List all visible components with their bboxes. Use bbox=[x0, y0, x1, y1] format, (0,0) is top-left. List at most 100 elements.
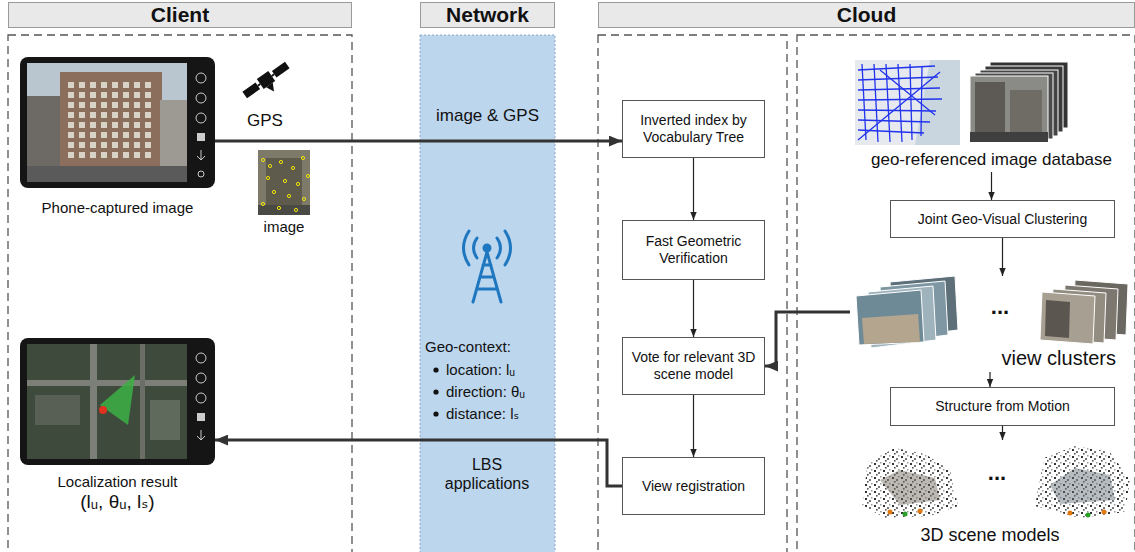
feature-image bbox=[261, 156, 309, 211]
connector-arrow bbox=[991, 172, 992, 200]
antenna-tower bbox=[484, 245, 490, 251]
picture-node: geo-referenced image database bbox=[850, 58, 1133, 172]
street-map bbox=[855, 60, 960, 145]
antenna-tower bbox=[464, 231, 511, 302]
satellite-icon bbox=[266, 83, 277, 94]
picture-node: view clusters bbox=[850, 276, 1130, 372]
note-label: LBS applications bbox=[437, 455, 537, 493]
connector-arrow bbox=[693, 395, 694, 457]
point-cloud bbox=[862, 448, 958, 518]
phone-map bbox=[150, 400, 180, 440]
list-bullet bbox=[433, 367, 438, 416]
phone-photo bbox=[196, 73, 206, 83]
point-cloud bbox=[918, 509, 923, 514]
phone-map bbox=[35, 395, 80, 425]
view-cluster-photos bbox=[856, 276, 1128, 348]
node-text: Localization result bbox=[57, 473, 177, 490]
phone-map bbox=[197, 430, 205, 440]
feature-image bbox=[272, 190, 275, 193]
phone-map bbox=[196, 393, 206, 403]
node-text: view clusters bbox=[1002, 347, 1122, 370]
view-cluster-photos bbox=[1040, 292, 1095, 344]
connector-arrow bbox=[215, 140, 622, 143]
phone-map bbox=[140, 344, 145, 459]
phone-map bbox=[197, 413, 205, 421]
feature-image bbox=[302, 197, 305, 200]
list-bullet bbox=[433, 367, 438, 372]
connector-arrow bbox=[1002, 238, 1003, 276]
feature-image bbox=[306, 174, 309, 177]
process-box: Inverted index by Vocabulary Tree bbox=[622, 100, 765, 158]
node-text: geo-referenced image database bbox=[871, 150, 1112, 170]
dashed-panel bbox=[8, 35, 1135, 552]
phone-photo bbox=[27, 63, 187, 182]
list-bullet bbox=[433, 411, 438, 416]
street-map bbox=[910, 64, 912, 140]
phone-map bbox=[196, 353, 206, 363]
note-label: location: lᵤ bbox=[446, 361, 554, 379]
phone-photo bbox=[60, 72, 162, 172]
dashed-panel bbox=[8, 35, 352, 552]
feature-image bbox=[258, 150, 310, 215]
point-cloud bbox=[1035, 446, 1130, 518]
phone-map bbox=[27, 380, 187, 386]
note-label: direction: θᵤ bbox=[446, 383, 554, 401]
node-text: Joint Geo-Visual Clustering bbox=[918, 211, 1087, 228]
dashed-panel bbox=[797, 35, 1135, 552]
node-text: Vote for relevant 3D scene model bbox=[629, 349, 758, 383]
street-map bbox=[858, 66, 935, 70]
node-text: Phone-captured image bbox=[42, 199, 194, 216]
phone-map bbox=[90, 344, 97, 459]
feature-image bbox=[258, 150, 310, 215]
phone-photo bbox=[196, 113, 206, 123]
phone-photo bbox=[198, 171, 204, 177]
connector-arrow bbox=[765, 312, 850, 366]
node-text: View registration bbox=[642, 478, 745, 495]
connector-arrow bbox=[693, 280, 694, 337]
process-box: Fast Geometric Verification bbox=[622, 220, 765, 280]
connector-arrow bbox=[1002, 426, 1003, 440]
phone-photo bbox=[27, 96, 63, 176]
street-map bbox=[898, 64, 902, 142]
street-map bbox=[874, 64, 878, 142]
process-box: Structure from Motion bbox=[890, 387, 1115, 426]
view-cluster-photos bbox=[1045, 300, 1070, 338]
view-cluster-photos bbox=[862, 314, 920, 344]
street-map bbox=[858, 77, 938, 80]
point-cloud bbox=[862, 446, 1130, 518]
node-text: Fast Geometric Verification bbox=[629, 233, 758, 267]
feature-image bbox=[261, 202, 264, 205]
antenna-tower bbox=[497, 238, 501, 258]
header-bar: Client bbox=[8, 2, 352, 28]
phone-map bbox=[99, 406, 107, 414]
feature-image bbox=[294, 208, 297, 211]
connector-arrow bbox=[989, 372, 990, 387]
note-label: image bbox=[256, 218, 312, 236]
feature-image bbox=[258, 205, 310, 215]
feature-image bbox=[261, 158, 264, 161]
feature-image bbox=[291, 166, 294, 169]
street-map bbox=[855, 60, 960, 145]
phone-photo bbox=[20, 57, 215, 188]
feature-image bbox=[287, 194, 290, 197]
phone-photo bbox=[196, 93, 206, 103]
note-label: ... bbox=[962, 460, 1032, 486]
note-label: ... bbox=[965, 294, 1035, 320]
dashed-panel bbox=[598, 35, 787, 552]
antenna-tower bbox=[505, 231, 511, 265]
point-cloud bbox=[903, 512, 908, 517]
point-cloud bbox=[1086, 513, 1091, 518]
feature-image bbox=[283, 179, 286, 182]
node-text: Inverted index by Vocabulary Tree bbox=[629, 112, 758, 146]
feature-image bbox=[268, 164, 271, 167]
process-box: Vote for relevant 3D scene model bbox=[622, 337, 765, 395]
feature-image bbox=[279, 160, 282, 163]
point-cloud bbox=[1050, 468, 1115, 504]
antenna-tower bbox=[474, 238, 478, 258]
image-stack bbox=[970, 76, 1048, 142]
node-text: Client bbox=[151, 3, 209, 27]
edge-label: image & GPS bbox=[420, 106, 555, 126]
